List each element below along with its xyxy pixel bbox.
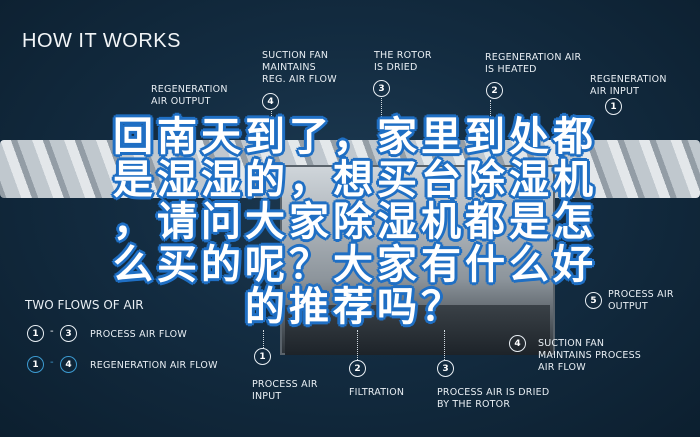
legend-title: TWO FLOWS OF AIR: [25, 298, 144, 312]
step-1-badge: 1: [27, 356, 44, 373]
step-4-badge: 4: [509, 335, 526, 352]
step-3-badge: 3: [60, 325, 77, 342]
label-rotor-dried: THE ROTOR IS DRIED: [374, 50, 432, 73]
label-process-air-output: PROCESS AIR OUTPUT: [608, 289, 674, 312]
step-1-badge: 1: [254, 348, 271, 365]
leader-line: [263, 330, 264, 348]
step-4-badge: 4: [262, 93, 279, 110]
step-1-badge: 1: [605, 98, 622, 115]
heading: HOW IT WORKS: [22, 30, 181, 52]
label-suction-fan-reg: SUCTION FAN MAINTAINS REG. AIR FLOW: [262, 50, 337, 85]
label-filtration: FILTRATION: [349, 387, 405, 398]
step-3-badge: 3: [437, 360, 454, 377]
step-2-badge: 2: [349, 360, 366, 377]
overlay-title: 回南天到了，家里到处都是湿湿的，想买台除湿机，请问大家除湿机都是怎么买的呢？大家…: [113, 114, 597, 330]
leader-line: [444, 330, 445, 360]
step-2-badge: 2: [486, 82, 503, 99]
label-suction-fan-process: SUCTION FAN MAINTAINS PROCESS AIR FLOW: [538, 338, 642, 373]
step-4-badge: 4: [60, 356, 77, 373]
leader-line: [271, 111, 272, 166]
label-process-air-dried: PROCESS AIR IS DRIED BY THE ROTOR: [437, 387, 550, 410]
step-3-badge: 3: [373, 80, 390, 97]
separator: -: [50, 326, 54, 337]
legend-text: PROCESS AIR FLOW: [90, 329, 187, 340]
leader-line: [381, 98, 382, 163]
leader-line: [490, 100, 491, 160]
label-regen-input: REGENERATION AIR INPUT: [590, 74, 667, 97]
legend-text: REGENERATION AIR FLOW: [90, 360, 218, 371]
leader-line: [357, 330, 358, 360]
unit-base: [285, 305, 550, 355]
label-regen-heated: REGENERATION AIR IS HEATED: [485, 52, 582, 75]
separator: -: [50, 357, 54, 368]
step-5-badge: 5: [585, 292, 602, 309]
step-1-badge: 1: [27, 325, 44, 342]
label-process-air-input: PROCESS AIR INPUT: [252, 379, 318, 402]
label-regen-output: REGENERATION AIR OUTPUT: [151, 84, 228, 107]
